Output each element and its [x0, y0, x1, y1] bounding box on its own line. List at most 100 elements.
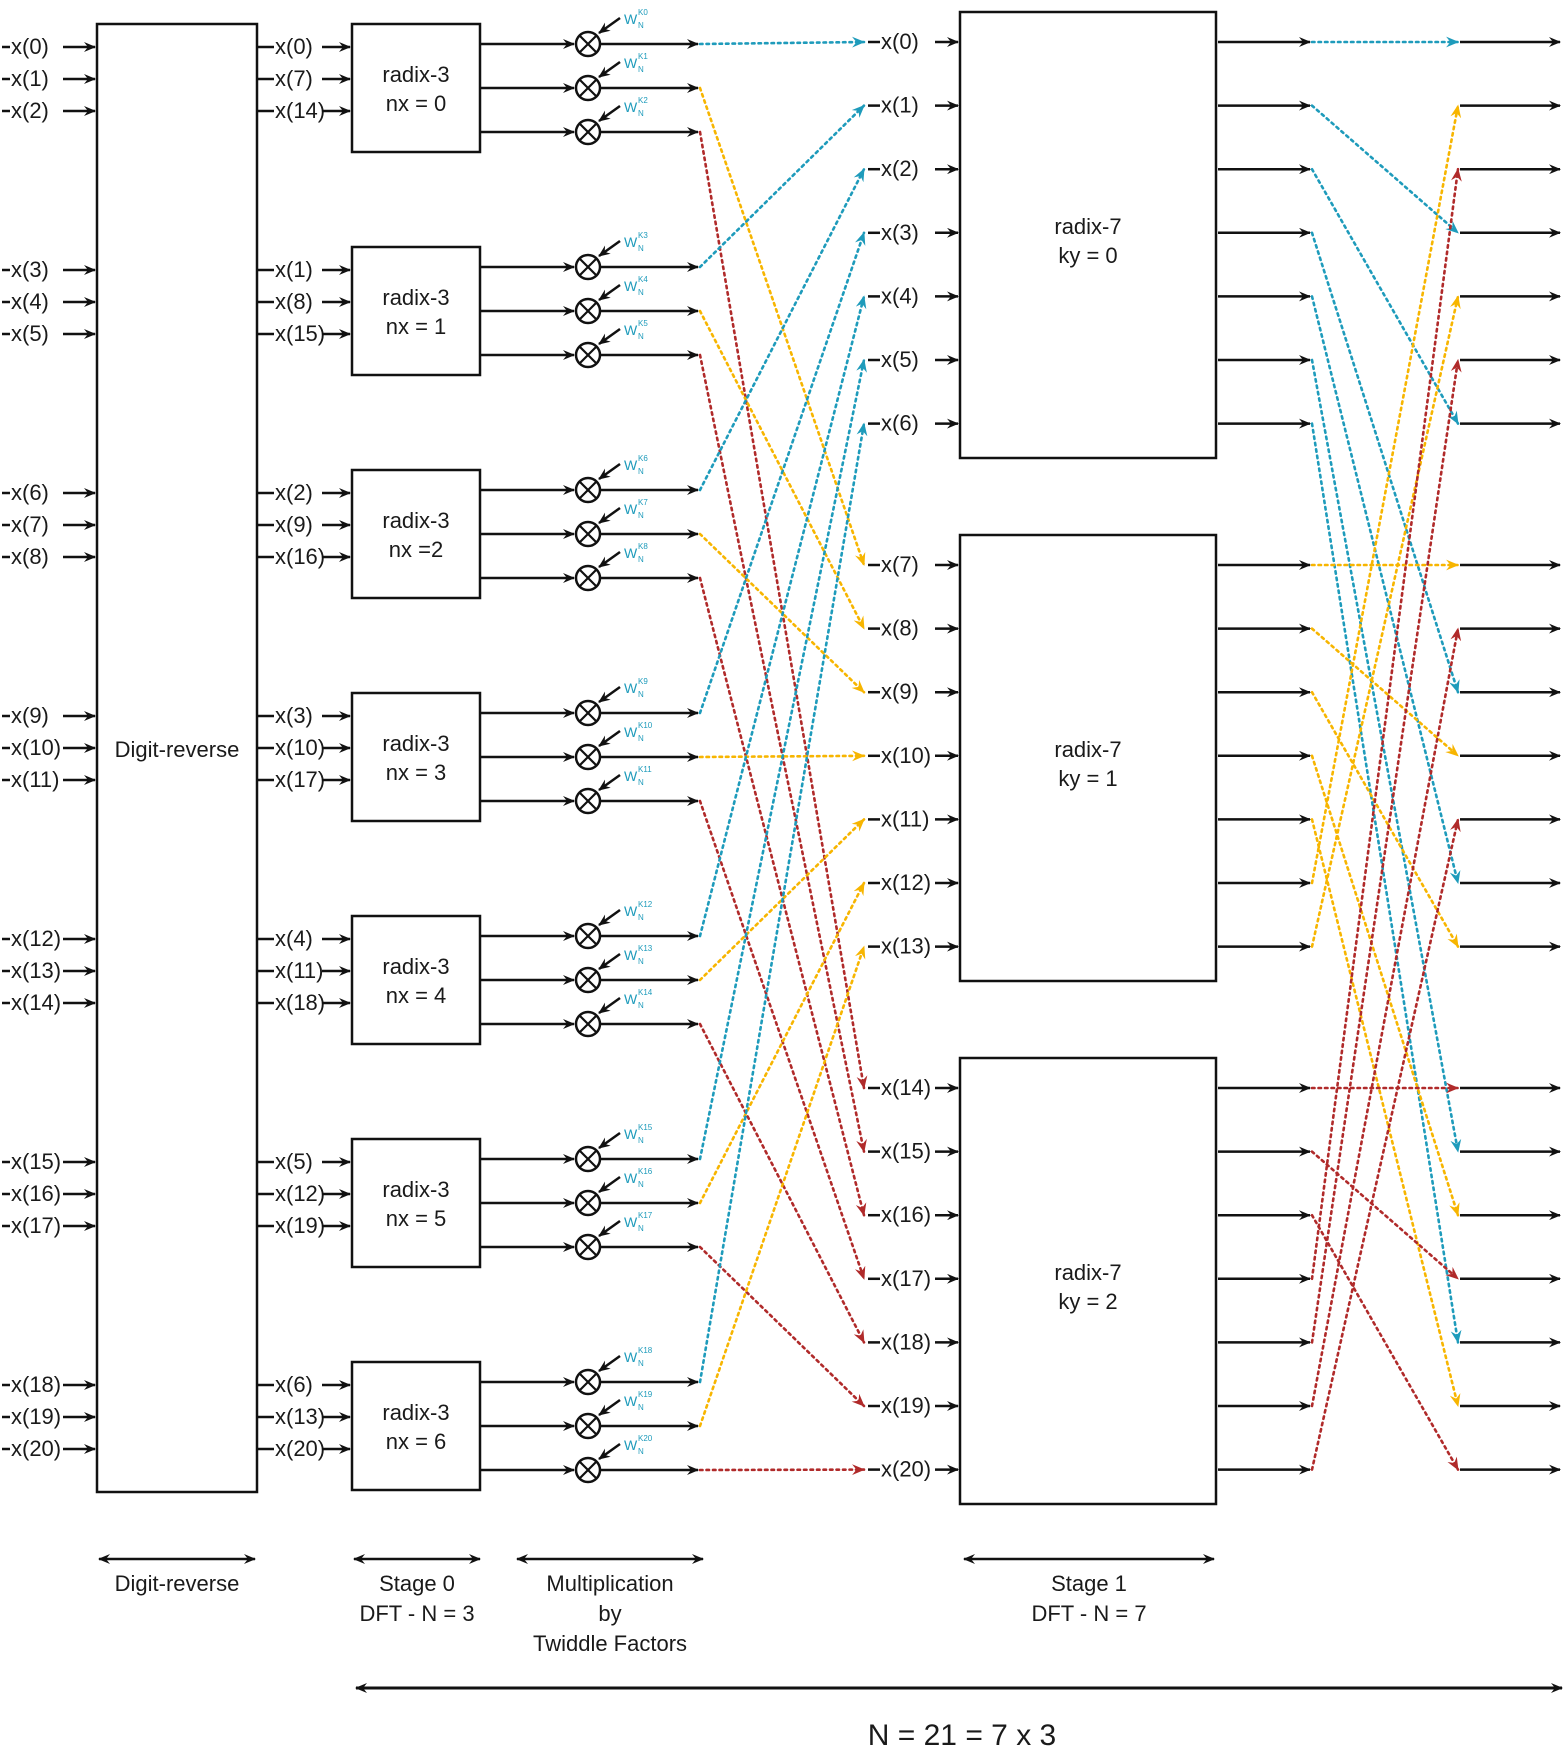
twiddle-arrow — [598, 908, 621, 927]
twiddle-symbol: W — [624, 11, 638, 27]
multiplier-cross — [579, 302, 597, 320]
stage1-input-label: x(4) — [881, 283, 919, 308]
bottom-equation: N = 21 = 7 x 3 — [868, 1719, 1056, 1752]
dr-output-label: x(7) — [275, 66, 313, 91]
input-label: x(13) — [11, 958, 61, 983]
multiplier-cross — [579, 748, 597, 766]
multiplier-cross — [579, 569, 597, 587]
twiddle-subscript: N — [638, 690, 644, 699]
twiddle-symbol: W — [624, 680, 638, 696]
input-label: x(0) — [11, 34, 49, 59]
twiddle-arrow — [598, 1354, 621, 1373]
dr-output-label: x(6) — [275, 1372, 313, 1397]
twiddle-exponent: K16 — [638, 1167, 653, 1176]
twiddle-symbol: W — [624, 1393, 638, 1409]
caption-multiplication-2: by — [598, 1601, 621, 1626]
output-reorder-connection — [1310, 818, 1461, 1408]
input-label: x(16) — [11, 1181, 61, 1206]
output-reorder-connection — [1310, 627, 1460, 758]
output-reorder-connection — [1310, 754, 1460, 1217]
twiddle-exponent: K7 — [638, 498, 648, 507]
radix7-title: radix-7 — [1054, 1260, 1121, 1285]
multiplier-cross — [579, 704, 597, 722]
digit-reverse-label: Digit-reverse — [115, 737, 240, 762]
twiddle-symbol: W — [624, 234, 638, 250]
twiddle-exponent: K0 — [638, 8, 648, 17]
twiddle-exponent: K12 — [638, 900, 653, 909]
multiplier-cross — [579, 1015, 597, 1033]
twiddle-subscript: N — [638, 913, 644, 922]
twiddle-subscript: N — [638, 288, 644, 297]
multiplier-cross — [579, 1373, 597, 1391]
transpose-connection — [698, 750, 866, 762]
input-label: x(5) — [11, 321, 49, 346]
radix3-title: radix-3 — [382, 731, 449, 756]
input-label: x(18) — [11, 1372, 61, 1397]
twiddle-exponent: K1 — [638, 52, 648, 61]
caption-stage1-sub: DFT - N = 7 — [1031, 1601, 1146, 1626]
stage1-input-label: x(18) — [881, 1329, 931, 1354]
twiddle-symbol: W — [624, 947, 638, 963]
output-reorder-connection — [1310, 104, 1460, 235]
twiddle-subscript: N — [638, 467, 644, 476]
radix3-param: nx = 3 — [386, 760, 447, 785]
twiddle-exponent: K2 — [638, 96, 648, 105]
dr-output-label: x(5) — [275, 1149, 313, 1174]
twiddle-arrow — [598, 60, 621, 79]
stage1-input-label: x(19) — [881, 1393, 931, 1418]
multiplier-cross — [579, 346, 597, 364]
dr-output-label: x(2) — [275, 480, 313, 505]
twiddle-symbol: W — [624, 1126, 638, 1142]
stage1-input-label: x(17) — [881, 1266, 931, 1291]
twiddle-exponent: K6 — [638, 454, 648, 463]
multiplier-cross — [579, 792, 597, 810]
input-label: x(12) — [11, 926, 61, 951]
twiddle-exponent: K9 — [638, 677, 648, 686]
twiddle-subscript: N — [638, 1180, 644, 1189]
twiddle-arrow — [598, 773, 621, 792]
dr-output-label: x(20) — [275, 1436, 325, 1461]
twiddle-exponent: K17 — [638, 1211, 653, 1220]
twiddle-arrow — [598, 1175, 621, 1194]
twiddle-subscript: N — [638, 65, 644, 74]
stage1-input-label: x(15) — [881, 1139, 931, 1164]
twiddle-arrow — [598, 239, 621, 258]
radix7-param: ky = 1 — [1058, 766, 1117, 791]
input-label: x(4) — [11, 289, 49, 314]
twiddle-subscript: N — [638, 555, 644, 564]
multiplier-cross — [579, 1461, 597, 1479]
twiddle-symbol: W — [624, 724, 638, 740]
output-reorder-connection — [1310, 627, 1462, 1408]
caption-multiplication-1: Multiplication — [546, 1571, 673, 1596]
caption-multiplication-3: Twiddle Factors — [533, 1631, 687, 1656]
transpose-connection — [698, 130, 868, 1090]
output-reorder-connection — [1310, 358, 1462, 1344]
output-reorder-connection — [1310, 167, 1460, 425]
twiddle-symbol: W — [624, 1214, 638, 1230]
twiddle-exponent: K5 — [638, 319, 648, 328]
twiddle-exponent: K11 — [638, 765, 652, 774]
stage1-input-label: x(1) — [881, 93, 919, 118]
stage1-input-label: x(6) — [881, 411, 919, 436]
stage1-input-label: x(10) — [881, 743, 931, 768]
dr-output-label: x(16) — [275, 544, 325, 569]
twiddle-symbol: W — [624, 55, 638, 71]
stage1-input-label: x(16) — [881, 1202, 931, 1227]
dr-output-label: x(10) — [275, 735, 325, 760]
twiddle-exponent: K4 — [638, 275, 648, 284]
transpose-connection — [698, 353, 867, 1153]
transpose-connection — [698, 86, 866, 567]
twiddle-arrow — [598, 506, 621, 525]
radix3-block — [350, 245, 482, 377]
transpose-connection — [698, 36, 866, 48]
twiddle-subscript: N — [638, 957, 644, 966]
transpose-connection — [698, 818, 866, 982]
twiddle-subscript: N — [638, 1447, 644, 1456]
output-reorder-connection — [1310, 818, 1461, 1471]
twiddle-subscript: N — [638, 332, 644, 341]
radix7-block — [958, 10, 1218, 460]
radix3-title: radix-3 — [382, 1400, 449, 1425]
output-reorder-connection — [1310, 295, 1461, 948]
input-label: x(11) — [11, 767, 60, 792]
